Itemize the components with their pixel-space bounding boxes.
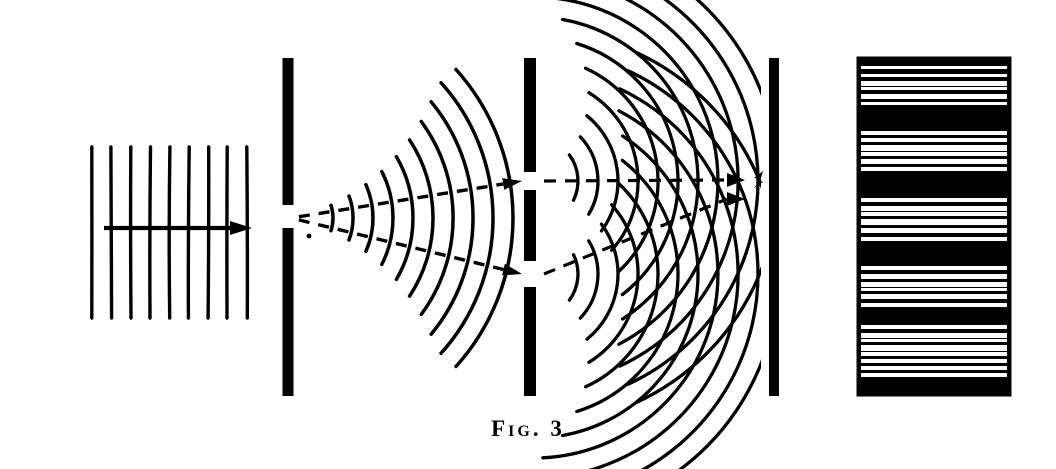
plane-wavefront-line	[208, 147, 209, 318]
fringe-band-light	[861, 94, 1007, 99]
double-slit-barrier	[524, 58, 536, 396]
wavefront-arc	[331, 205, 333, 230]
fringe-band-light	[861, 366, 1007, 370]
fringe-band-light	[861, 167, 1007, 171]
fringe-band-light	[861, 74, 1007, 77]
fringe-hairline	[861, 151, 1007, 152]
fringe-band-light	[861, 228, 1007, 233]
barrier-segment	[283, 58, 294, 205]
fringe-band-light	[861, 66, 1007, 69]
fringe-band-light	[861, 294, 1007, 299]
fringe-band-light	[861, 138, 1007, 142]
fringe-band-light	[861, 333, 1007, 342]
fringe-band-light	[861, 325, 1007, 329]
barrier-segment	[524, 190, 536, 261]
barrier-segment	[524, 58, 536, 172]
fringe-band-light	[861, 219, 1007, 225]
plane-wavefront-line	[169, 147, 170, 318]
fringe-band-light	[861, 373, 1007, 377]
fringe-hairline	[861, 211, 1007, 212]
fringe-band-light	[861, 359, 1007, 363]
ray-origin-dot	[307, 234, 312, 239]
fringe-band-light	[861, 237, 1007, 241]
fringe-band-light	[861, 198, 1007, 202]
fringe-band-light	[861, 303, 1007, 307]
fringe-band-light	[861, 282, 1007, 291]
ray-dashed-line	[544, 180, 727, 181]
fringe-plate	[858, 58, 1010, 395]
fringe-band-light	[861, 274, 1007, 279]
plane-wavefront-line	[247, 147, 248, 318]
plane-wavefront-line	[111, 147, 112, 318]
fringe-band-light	[861, 145, 1007, 156]
fringe-hairline	[861, 338, 1007, 339]
barrier-segment	[524, 287, 536, 396]
fringe-hairline	[861, 287, 1007, 288]
figure-caption: Fig. 3	[0, 416, 1056, 442]
fringe-hairline	[861, 351, 1007, 352]
fringe-band-light	[861, 81, 1007, 90]
plane-wavefront-line	[150, 147, 151, 318]
fringe-band-light	[861, 131, 1007, 135]
barrier-segment	[769, 58, 779, 396]
fringe-band-light	[861, 102, 1007, 105]
fringe-hairline	[861, 86, 1007, 87]
barrier-segment	[283, 228, 294, 396]
viewing-screen-barrier	[769, 58, 779, 396]
fringe-band-light	[861, 159, 1007, 164]
fringe-band-light	[861, 345, 1007, 356]
fringe-band-light	[861, 266, 1007, 270]
plane-wavefront-line	[188, 147, 189, 318]
fringe-pattern	[858, 58, 1010, 395]
